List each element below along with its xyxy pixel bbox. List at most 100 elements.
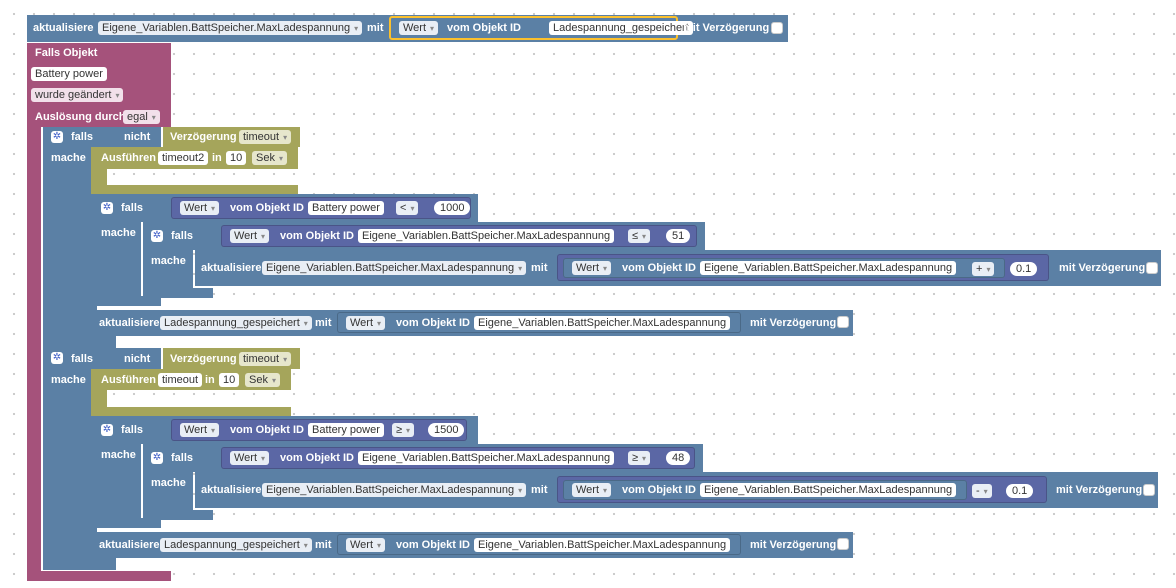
timeout-dropdown-2[interactable]: timeout▾ xyxy=(239,352,292,366)
value-socket-2[interactable]: Wert▾ vom Objekt ID Eigene_Variablen.Bat… xyxy=(563,480,967,500)
gear-icon[interactable]: ✲ xyxy=(51,131,63,143)
gear-icon[interactable]: ✲ xyxy=(151,230,163,242)
trigger-object-field[interactable]: Battery power xyxy=(31,67,107,81)
math-block-2[interactable]: Wert▾ vom Objekt ID Eigene_Variablen.Bat… xyxy=(557,476,1047,503)
wert-dropdown-1a[interactable]: Wert▾ xyxy=(180,201,220,215)
gear-icon[interactable]: ✲ xyxy=(101,202,113,214)
ausloesung-dropdown[interactable]: egal▾ xyxy=(123,110,160,124)
number-field-2a[interactable]: 1500 xyxy=(428,423,465,437)
if-block-1a-left xyxy=(93,222,141,306)
if-block-2b[interactable]: ✲ falls Wert▾ vom Objekt ID Eigene_Varia… xyxy=(143,444,703,472)
top-update-block[interactable]: aktualisiere Eigene_Variablen.BattSpeich… xyxy=(27,15,788,42)
wert-dropdown-2b[interactable]: Wert▾ xyxy=(230,451,270,465)
update-block-1[interactable]: aktualisiere Eigene_Variablen.BattSpeich… xyxy=(195,250,1161,286)
wert-dropdown-1c[interactable]: Wert▾ xyxy=(572,261,612,275)
operator-dropdown-1b[interactable]: ≤▾ xyxy=(628,229,651,243)
chevron-down-icon: ▾ xyxy=(518,486,523,495)
verzoegerung-block-1[interactable]: Verzögerung timeout▾ xyxy=(163,127,300,147)
number-field-2b[interactable]: 48 xyxy=(666,451,691,465)
math-operator-dropdown-1[interactable]: +▾ xyxy=(972,262,995,276)
exec-name-field-1[interactable]: timeout2 xyxy=(158,151,209,165)
delay-checkbox-2s[interactable] xyxy=(837,538,849,550)
compare-block-2b[interactable]: Wert▾ vom Objekt ID Eigene_Variablen.Bat… xyxy=(221,447,695,469)
object-field-1a[interactable]: Battery power xyxy=(308,201,384,215)
compare-block-2a[interactable]: Wert▾ vom Objekt ID Battery power ≥▾ 150… xyxy=(171,419,467,441)
update-var-dropdown-2[interactable]: Eigene_Variablen.BattSpeicher.MaxLadespa… xyxy=(262,483,527,497)
falls-block-2-foot xyxy=(43,558,116,570)
sek-dropdown-1[interactable]: Sek▾ xyxy=(252,151,287,165)
exec-time-field-2[interactable]: 10 xyxy=(219,373,240,387)
trigger-condition-dropdown[interactable]: wurde geändert▾ xyxy=(31,88,124,102)
save-var-dropdown-1[interactable]: Ladespannung_gespeichert▾ xyxy=(160,316,312,330)
top-mit-label: mit xyxy=(367,22,384,34)
nicht-label-2: nicht xyxy=(124,353,151,365)
top-value-socket[interactable]: Wert▾ vom Objekt ID Ladespannung_gespeic… xyxy=(389,16,693,40)
gear-icon[interactable]: ✲ xyxy=(51,352,63,364)
top-delay-checkbox[interactable] xyxy=(771,22,783,34)
verzoegerung-label-1: Verzögerung xyxy=(170,131,237,143)
object-field-2b[interactable]: Eigene_Variablen.BattSpeicher.MaxLadespa… xyxy=(358,451,615,465)
object-field-1s[interactable]: Eigene_Variablen.BattSpeicher.MaxLadespa… xyxy=(474,316,731,330)
operator-dropdown-2a[interactable]: ≥▾ xyxy=(392,423,415,437)
object-field-2a[interactable]: Battery power xyxy=(308,423,384,437)
save-block-1[interactable]: aktualisiere Ladespannung_gespeichert▾ m… xyxy=(93,310,853,336)
math-operator-dropdown-2[interactable]: -▾ xyxy=(972,484,992,498)
gear-icon[interactable]: ✲ xyxy=(101,424,113,436)
falls-block-1-head[interactable]: ✲ falls nicht xyxy=(43,127,161,147)
vom-label-2b: vom Objekt ID xyxy=(280,452,354,464)
trigger-block[interactable]: Falls Objekt Battery power wurde geänder… xyxy=(27,43,171,127)
top-object-field[interactable]: Ladespannung_gespeichert xyxy=(549,21,693,35)
math-number-field-2[interactable]: 0.1 xyxy=(1006,484,1034,498)
compare-block-1b[interactable]: Wert▾ vom Objekt ID Eigene_Variablen.Bat… xyxy=(221,225,697,247)
verzoegerung-block-2[interactable]: Verzögerung timeout▾ xyxy=(163,348,300,369)
delay-checkbox-1s[interactable] xyxy=(837,316,849,328)
compare-block-1a[interactable]: Wert▾ vom Objekt ID Battery power <▾ 100… xyxy=(171,197,471,219)
delay-checkbox-2[interactable] xyxy=(1143,484,1155,496)
object-field-1b[interactable]: Eigene_Variablen.BattSpeicher.MaxLadespa… xyxy=(358,229,615,243)
value-socket-1[interactable]: Wert▾ vom Objekt ID Eigene_Variablen.Bat… xyxy=(563,258,1005,278)
top-wert-dropdown[interactable]: Wert▾ xyxy=(399,21,439,35)
timeout-dropdown-1[interactable]: timeout▾ xyxy=(239,130,292,144)
ausfuehren-block-2[interactable]: Ausführen timeout in 10 Sek▾ xyxy=(91,369,291,390)
object-field-1c[interactable]: Eigene_Variablen.BattSpeicher.MaxLadespa… xyxy=(700,261,957,275)
if-block-2a-foot xyxy=(93,518,161,528)
delay-checkbox-1[interactable] xyxy=(1146,262,1158,274)
falls-block-2[interactable] xyxy=(43,348,97,570)
operator-dropdown-2b[interactable]: ≥▾ xyxy=(628,451,651,465)
wert-dropdown-2a[interactable]: Wert▾ xyxy=(180,423,220,437)
object-field-2c[interactable]: Eigene_Variablen.BattSpeicher.MaxLadespa… xyxy=(700,483,957,497)
chevron-down-icon: ▾ xyxy=(303,541,308,550)
sek-dropdown-2[interactable]: Sek▾ xyxy=(245,373,280,387)
math-number-field-1[interactable]: 0.1 xyxy=(1010,262,1038,276)
if-block-2a[interactable]: ✲ falls Wert▾ vom Objekt ID Battery powe… xyxy=(93,416,478,444)
number-field-1a[interactable]: 1000 xyxy=(434,201,471,215)
falls-label-1: falls xyxy=(71,131,94,143)
if-block-1a[interactable]: ✲ falls Wert▾ vom Objekt ID Battery powe… xyxy=(93,194,478,222)
wert-dropdown-1s[interactable]: Wert▾ xyxy=(346,316,386,330)
in-label-2: in xyxy=(205,374,215,386)
operator-dropdown-1a[interactable]: <▾ xyxy=(396,201,419,215)
top-variable-dropdown[interactable]: Eigene_Variablen.BattSpeicher.MaxLadespa… xyxy=(98,21,363,35)
exec-time-field-1[interactable]: 10 xyxy=(226,151,247,165)
wert-dropdown-2s[interactable]: Wert▾ xyxy=(346,538,386,552)
update-block-2[interactable]: aktualisiere Eigene_Variablen.BattSpeich… xyxy=(195,472,1158,508)
object-field-2s[interactable]: Eigene_Variablen.BattSpeicher.MaxLadespa… xyxy=(474,538,731,552)
number-field-1b[interactable]: 51 xyxy=(666,229,691,243)
update-var-dropdown-1[interactable]: Eigene_Variablen.BattSpeicher.MaxLadespa… xyxy=(262,261,527,275)
mit-label-1s: mit xyxy=(315,317,332,329)
exec-name-field-2[interactable]: timeout xyxy=(158,373,203,387)
value-socket-2s[interactable]: Wert▾ vom Objekt ID Eigene_Variablen.Bat… xyxy=(337,534,741,555)
falls-label-2b: falls xyxy=(171,452,194,464)
wert-dropdown-2c[interactable]: Wert▾ xyxy=(572,483,612,497)
save-var-dropdown-2[interactable]: Ladespannung_gespeichert▾ xyxy=(160,538,312,552)
ausfuehren-block-1[interactable]: Ausführen timeout2 in 10 Sek▾ xyxy=(91,147,298,169)
falls-block-1[interactable] xyxy=(43,127,97,348)
gear-icon[interactable]: ✲ xyxy=(151,452,163,464)
wert-dropdown-1b[interactable]: Wert▾ xyxy=(230,229,270,243)
top-delay-label: mit Verzögerung xyxy=(683,22,770,34)
value-socket-1s[interactable]: Wert▾ vom Objekt ID Eigene_Variablen.Bat… xyxy=(337,312,741,333)
falls-block-2-head[interactable]: ✲ falls nicht xyxy=(43,348,161,369)
save-block-2[interactable]: aktualisiere Ladespannung_gespeichert▾ m… xyxy=(93,532,853,558)
math-block-1[interactable]: Wert▾ vom Objekt ID Eigene_Variablen.Bat… xyxy=(557,254,1049,281)
if-block-1b[interactable]: ✲ falls Wert▾ vom Objekt ID Eigene_Varia… xyxy=(143,222,705,250)
